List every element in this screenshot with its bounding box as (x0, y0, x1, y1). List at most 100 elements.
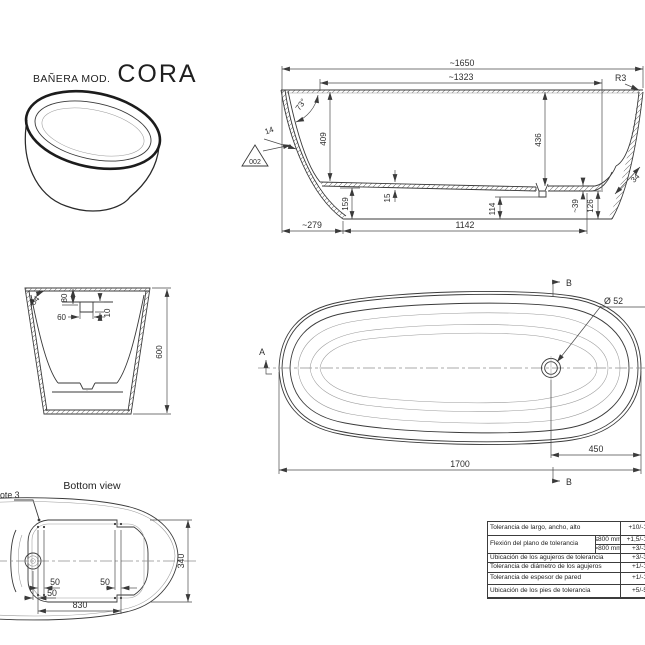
left-wall-inner (284, 89, 347, 217)
overhang-label: ~279 (302, 220, 322, 230)
tolerance-row-label: Tolerancia de largo, ancho, alto (488, 522, 621, 536)
plan-length-label: 1700 (450, 459, 470, 469)
top-plan-view: Ø 52 B B A 450 1700 (258, 278, 645, 487)
floor-top (319, 181, 537, 188)
end-bottom-hatch (44, 410, 131, 414)
overall-height-label: 600 (155, 345, 164, 359)
hole-offset-b-label: 50 (47, 588, 57, 598)
end-left-wall-hatch (25, 288, 47, 414)
tub-rim-outer (24, 89, 162, 171)
hole-dot (113, 522, 117, 526)
foot-base-outline (27, 519, 149, 603)
end-angle-arc (30, 290, 45, 308)
side-section-view: ~1650 ~1323 R3 73° 14 409 436 159 15 114… (241, 58, 644, 234)
extension-lines (281, 66, 644, 234)
right-floor-hatch (548, 166, 616, 191)
left-wall-outer (280, 89, 344, 220)
model-prefix-label: BAÑERA MOD. (33, 73, 111, 85)
section-b-top-mark (552, 279, 560, 296)
note-leader-dot (37, 518, 41, 522)
base-length-label: 1142 (456, 220, 475, 230)
tolerance-row-label: Tolerancia de diámetro de los agujeros (488, 563, 621, 573)
rim-section-label: 34 (629, 172, 642, 185)
plan-outer-1 (278, 291, 642, 445)
end-rim-hatch (25, 288, 150, 291)
drawing-title: BAÑERA MOD. CORA (33, 60, 198, 89)
tolerance-row-value: +1,5/-1,5 (621, 536, 645, 545)
drain-offset-label: 450 (589, 444, 604, 454)
hole-dot (113, 596, 117, 600)
end-right-wall-hatch (128, 288, 150, 414)
floor-hatch (320, 182, 536, 191)
plan-floor-1 (309, 324, 609, 412)
model-name-label: CORA (117, 60, 198, 88)
bottom-outer-oval-2 (0, 501, 176, 617)
drain-leader (556, 305, 602, 363)
hole-offset-a-label: 50 (50, 577, 60, 587)
end-floor (52, 382, 123, 393)
end-basin-walls (30, 294, 145, 384)
floor-bottom (321, 185, 537, 192)
h114-label: 114 (488, 202, 497, 215)
hole-span-label: 830 (73, 600, 88, 610)
end-extension-lines (62, 287, 171, 415)
end-ledge (62, 301, 113, 313)
bottom-view: Bottom view ote 3 340 (0, 480, 196, 621)
drain-recess (535, 182, 549, 198)
tub-body-outline (24, 119, 160, 212)
tolerance-row-value: +3/-3 (621, 545, 645, 554)
left-wall-hatch (281, 90, 346, 219)
surface-flag-triangle (241, 144, 269, 167)
wall-thickness-label: 14 (263, 125, 275, 137)
floor-thickness-label: 15 (383, 193, 392, 202)
tolerance-row-label: Ubicación de los agujeros de tolerancia (488, 554, 621, 563)
tolerance-row-condition: ≤800 mm (596, 536, 621, 545)
tolerance-row-label: Tolerancia de espesor de pared (488, 573, 621, 585)
h39-label: ~39 (571, 199, 580, 213)
foot-width-label: 340 (176, 554, 186, 569)
hole-offset-c-label: 50 (100, 577, 110, 587)
plan-extension-lines (278, 306, 645, 474)
tub-basin-edge (41, 107, 145, 157)
left-basin-surface (287, 90, 321, 183)
tolerance-table: Tolerancia de largo, ancho, alto +10/-10… (487, 521, 645, 599)
dim-rim-section (614, 166, 641, 195)
surface-flag-leader (262, 144, 292, 152)
right-wall-inner (615, 91, 640, 167)
drain-diameter-label: Ø 52 (604, 296, 623, 306)
wall-angle-label: 73° (294, 97, 308, 112)
inner-length-label: ~1323 (449, 72, 474, 82)
tolerance-row-value: +1/-1 (621, 563, 645, 573)
right-floor-top (548, 165, 617, 187)
section-b-bottom-label: B (566, 477, 572, 487)
recess-width-label: 60 (57, 313, 66, 322)
depth-right-label: 436 (534, 133, 543, 147)
bottom-outer-oval-1 (0, 497, 179, 621)
bottom-view-title: Bottom view (63, 480, 121, 492)
tolerance-row-value: +1/-1 (621, 573, 645, 585)
tolerance-row-value: +3/-3 (621, 554, 645, 563)
h126-label: 126 (586, 199, 595, 213)
depth-left-label: 409 (319, 132, 328, 146)
section-b-bottom-mark (552, 467, 560, 484)
radius-leader (624, 83, 640, 91)
bottom-extension-lines (32, 519, 192, 614)
perspective-view (24, 89, 162, 212)
section-a-mark (263, 360, 272, 375)
bottom-drain-inner (30, 558, 36, 564)
hole-dot (42, 525, 46, 529)
right-wall-hatch (609, 92, 643, 219)
section-b-top-label: B (566, 278, 572, 288)
overall-length-label: ~1650 (450, 58, 475, 68)
skirt-height-label: 159 (341, 197, 350, 211)
tolerance-row-value: +10/-10 (621, 522, 645, 536)
hole-dot (119, 522, 123, 526)
tolerance-row-condition: >800 mm (596, 545, 621, 554)
hole-dot (36, 525, 40, 529)
rim-hatch-band (283, 90, 641, 93)
corner-radius-label: R3 (615, 73, 626, 83)
recess-depth-label: 10 (103, 308, 112, 317)
tolerance-row-label: Flexión del plano de tolerancia (488, 536, 596, 554)
